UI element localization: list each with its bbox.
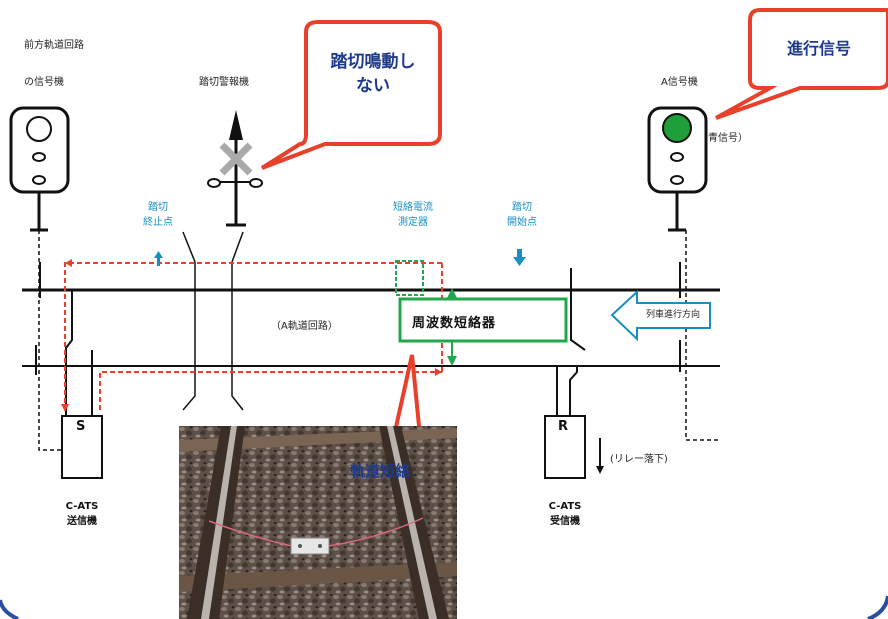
callout-proceed-signal [716, 10, 888, 118]
signal-a-label: A信号機 [661, 75, 698, 90]
crossing-start-arrow-icon [513, 249, 526, 266]
track-short-callout-text: 軌道短絡 [322, 460, 438, 482]
transmitter-label: C-ATS 送信機 [56, 499, 108, 529]
forward-circuit-label: 前方軌道回路 [24, 38, 84, 53]
current-arrow-left [61, 404, 69, 412]
track-photo [179, 426, 457, 619]
train-direction-label: 列車進行方向 [646, 308, 700, 323]
no-alarm-callout-text: 踏切鳴動し ない [310, 50, 436, 98]
blue-signal-label: 青信号） [708, 131, 748, 146]
frame-curve-left [0, 600, 18, 619]
current-arrow-top [65, 259, 72, 267]
current-arrow-bottom [435, 368, 442, 376]
shorting-device-label: 周波数短絡器 [412, 312, 496, 331]
crossing-road-lines [183, 232, 243, 410]
crossing-start-label: 踏切 開始点 [498, 200, 546, 230]
relay-drop-label: (リレー落下) [610, 452, 668, 467]
track-photo-image [179, 426, 457, 619]
signal-a-icon [649, 108, 706, 230]
crossing-alarm-icon [208, 110, 262, 225]
receiver-leads [557, 230, 720, 440]
forward-signal-label: の信号機 [24, 75, 64, 90]
short-current-meter-label: 短絡電流 測定器 [383, 200, 443, 230]
a-track-circuit-label: （A軌道回路） [271, 319, 338, 334]
relay-r-letter: R [558, 419, 568, 434]
insulated-joints [36, 262, 680, 375]
current-path [65, 263, 442, 410]
crossing-end-label: 踏切 終止点 [134, 200, 182, 230]
forward-signal-icon [11, 108, 68, 230]
crossing-alarm-label: 踏切警報機 [199, 75, 249, 90]
proceed-signal-callout-text: 進行信号 [752, 38, 886, 60]
relay-s-letter: S [76, 419, 85, 434]
receiver-label: C-ATS 受信機 [539, 499, 591, 529]
frame-curve-right [868, 596, 888, 619]
